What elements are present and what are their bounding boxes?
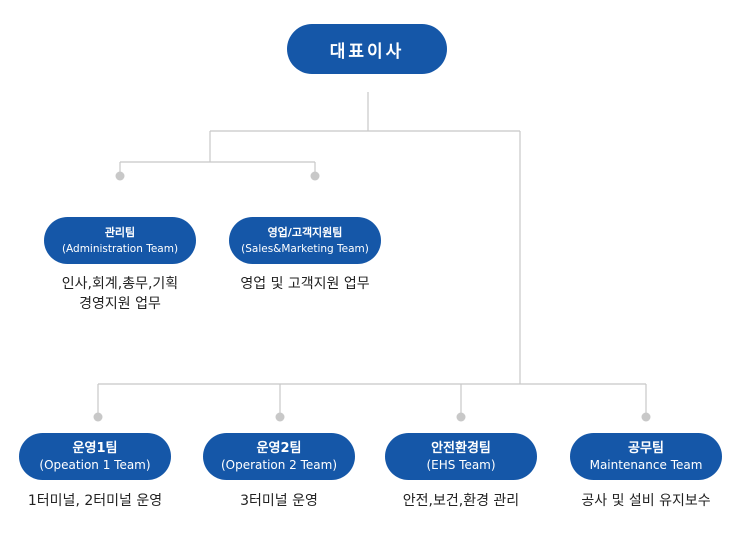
team-description-ehs: 안전,보건,환경 관리 bbox=[376, 491, 546, 511]
team-name: 운영2팀 bbox=[256, 440, 302, 456]
team-english-name: (Administration Team) bbox=[61, 242, 179, 255]
team-name: 영업/고객지원팀 bbox=[267, 225, 343, 239]
team-box-operation-2: 운영2팀 (Operation 2 Team) bbox=[203, 433, 355, 480]
ceo-box: 대표이사 bbox=[287, 24, 447, 74]
description-line: 안전,보건,환경 관리 bbox=[402, 493, 520, 509]
description-line: 영업 및 고객지원 업무 bbox=[240, 276, 370, 292]
ceo-title: 대표이사 bbox=[329, 41, 405, 62]
team-name: 관리팀 bbox=[104, 225, 136, 239]
team-english-name: (Opeation 1 Team) bbox=[39, 457, 151, 472]
connector-dot bbox=[115, 171, 125, 181]
connector-dot bbox=[456, 412, 466, 422]
team-box-maintenance: 공무팀 Maintenance Team bbox=[570, 433, 722, 480]
description-line: 1터미널, 2터미널 운영 bbox=[27, 493, 163, 509]
team-name: 운영1팀 bbox=[72, 440, 118, 456]
connector-dot bbox=[275, 412, 285, 422]
description-line: 3터미널 운영 bbox=[240, 493, 318, 509]
team-english-name: Maintenance Team bbox=[589, 457, 703, 472]
team-box-operation-1: 운영1팀 (Opeation 1 Team) bbox=[19, 433, 171, 480]
team-box-administration: 관리팀 (Administration Team) bbox=[44, 217, 196, 264]
team-name: 공무팀 bbox=[628, 440, 664, 456]
description-line: 경영지원 업무 bbox=[79, 296, 161, 312]
team-description-operation-1: 1터미널, 2터미널 운영 bbox=[5, 491, 185, 511]
connector-dot bbox=[641, 412, 651, 422]
description-line: 공사 및 설비 유지보수 bbox=[581, 493, 711, 509]
connector-dot bbox=[310, 171, 320, 181]
team-box-sales-marketing: 영업/고객지원팀 (Sales&Marketing Team) bbox=[229, 217, 381, 264]
team-description-operation-2: 3터미널 운영 bbox=[194, 491, 364, 511]
team-description-maintenance: 공사 및 설비 유지보수 bbox=[551, 491, 741, 511]
team-name: 안전환경팀 bbox=[431, 440, 491, 456]
team-box-ehs: 안전환경팀 (EHS Team) bbox=[385, 433, 537, 480]
team-english-name: (EHS Team) bbox=[426, 457, 496, 472]
team-description-administration: 인사,회계,총무,기획 경영지원 업무 bbox=[40, 274, 200, 314]
connector-dot bbox=[93, 412, 103, 422]
team-english-name: (Sales&Marketing Team) bbox=[241, 242, 369, 255]
team-description-sales-marketing: 영업 및 고객지원 업무 bbox=[215, 274, 395, 294]
team-english-name: (Operation 2 Team) bbox=[220, 457, 338, 472]
description-line: 인사,회계,총무,기획 bbox=[61, 276, 179, 292]
